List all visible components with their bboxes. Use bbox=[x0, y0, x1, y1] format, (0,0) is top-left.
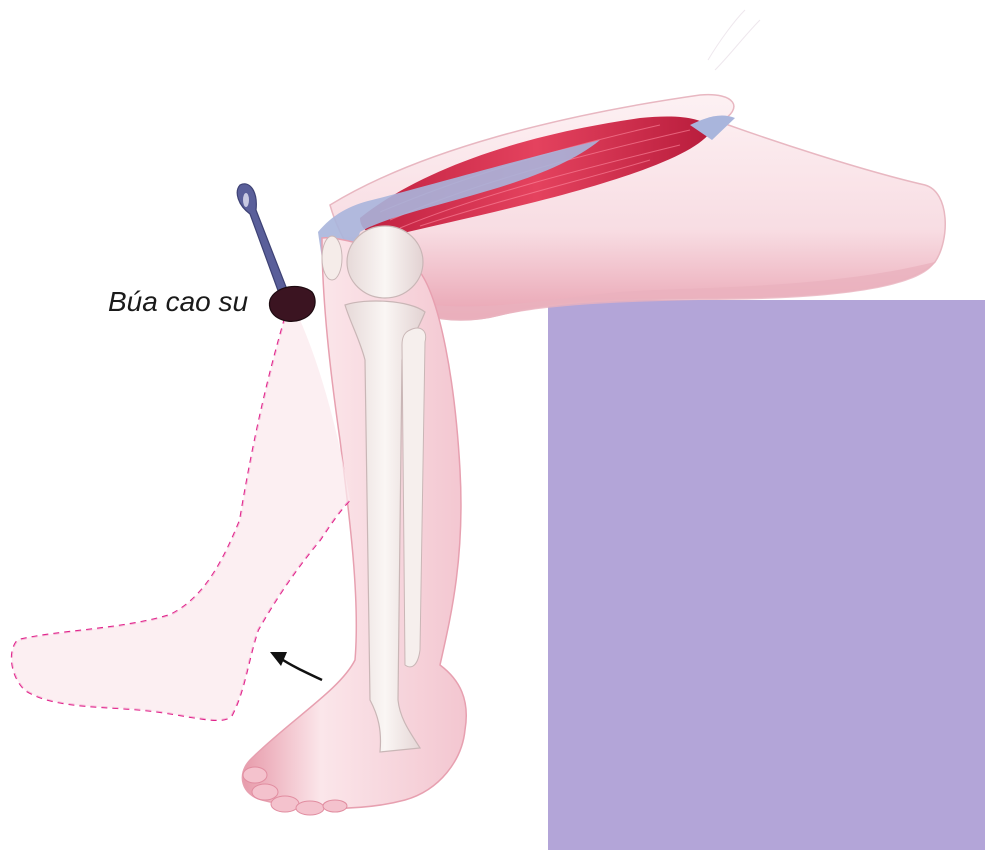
patella bbox=[322, 236, 342, 280]
motion-arrow-head bbox=[270, 652, 287, 666]
femur-condyle bbox=[347, 226, 423, 298]
kicked-leg-fill bbox=[12, 318, 350, 720]
motion-arrow bbox=[280, 658, 322, 680]
table bbox=[548, 300, 985, 850]
hammer-label: Búa cao su bbox=[108, 286, 248, 318]
reflex-hammer bbox=[237, 184, 315, 322]
sketch-lines bbox=[708, 10, 760, 70]
hammer-head bbox=[269, 286, 315, 321]
hammer-handle-hole bbox=[243, 193, 249, 207]
